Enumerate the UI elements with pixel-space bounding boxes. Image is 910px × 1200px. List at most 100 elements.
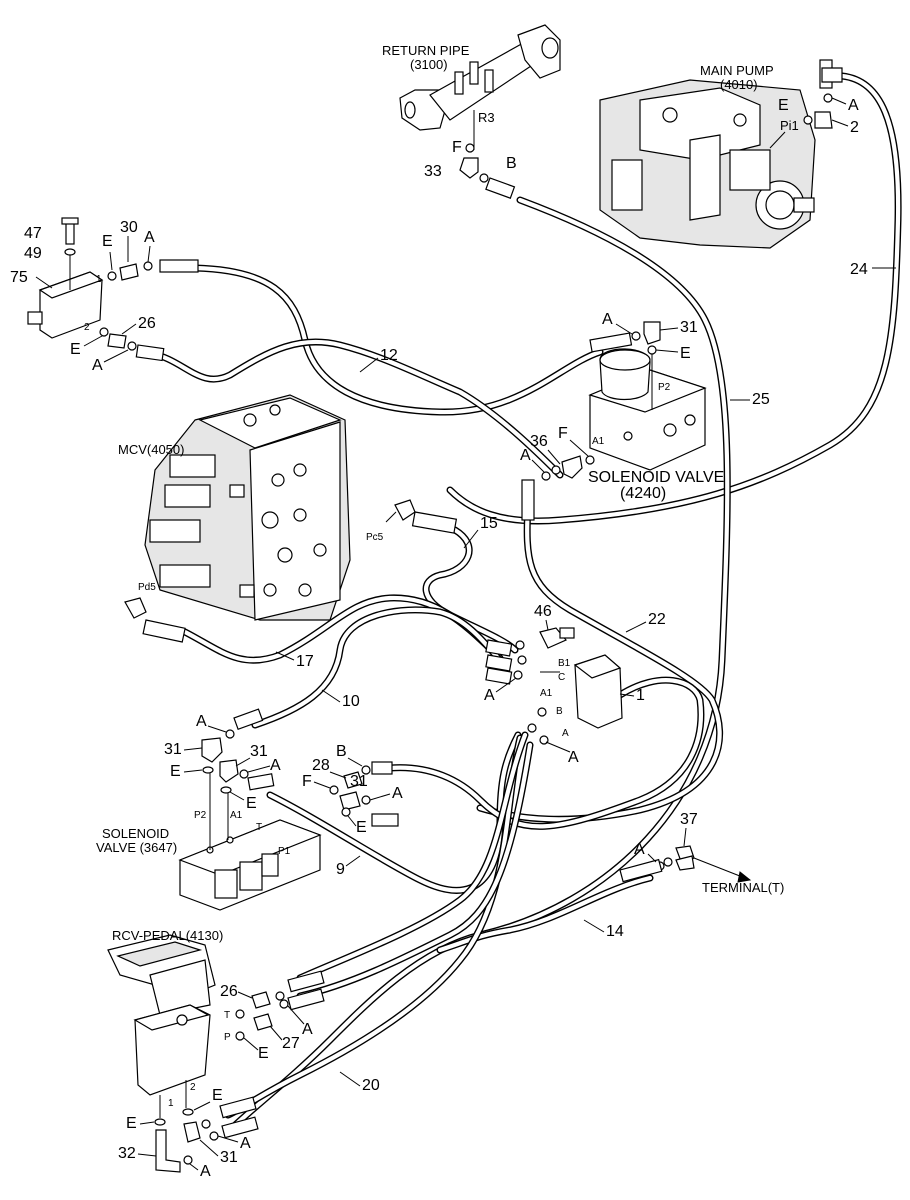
rcv-port-2: 2: [190, 1082, 196, 1093]
mcv-label: MCV(4050): [118, 442, 184, 457]
block-1-port-b: B: [556, 706, 563, 717]
return-pipe-label: RETURN PIPE: [382, 43, 470, 58]
hose-24: [446, 72, 902, 525]
callout-10: 10: [342, 693, 360, 710]
sv3647-letter-e: E: [170, 763, 181, 780]
callout-24: 24: [850, 261, 868, 278]
block-75: 1 2: [27, 217, 199, 362]
sv4240-letter-a: A: [602, 311, 613, 328]
sv3647-port-p1: P1: [278, 846, 291, 857]
callout-28: 28: [312, 757, 330, 774]
callout-31-top: 31: [680, 319, 698, 336]
callout-31-right: 31: [350, 773, 368, 790]
sv3647-port-p2: P2: [194, 810, 207, 821]
sv4240-port-a1: A1: [592, 436, 605, 447]
rcv-port-t: T: [224, 1010, 230, 1021]
fitting-28-letter-a: A: [392, 785, 403, 802]
callout-27: 27: [282, 1035, 300, 1052]
callout-2: 2: [850, 119, 859, 136]
callout-31-mid: 31: [250, 743, 268, 760]
return-pipe: R3: [399, 24, 561, 150]
sv4240-code: (4240): [620, 485, 666, 502]
return-pipe-code: (3100): [410, 57, 448, 72]
sv4240-label: SOLENOID VALVE: [588, 469, 724, 486]
rcv-port-p: P: [224, 1032, 231, 1043]
rcv-letter-e-top: E: [258, 1045, 269, 1062]
rcv-letter-a-bottom: A: [200, 1163, 211, 1180]
callout-22: 22: [648, 611, 666, 628]
callout-32: 32: [118, 1145, 136, 1162]
port-r3: R3: [478, 110, 495, 125]
solenoid-valve-3647: P2 A1 T P1: [178, 708, 322, 911]
callout-37: 37: [680, 811, 698, 828]
fitting-33: [459, 143, 516, 199]
callout-47: 47: [24, 225, 42, 242]
block-1-port-a: A: [562, 728, 569, 739]
main-pump: Pi1: [599, 79, 816, 249]
hose-14: [224, 734, 654, 1119]
sv4240-letter-e: E: [680, 345, 691, 362]
callout-36: 36: [530, 433, 548, 450]
rcv-letter-a-top: A: [302, 1021, 313, 1038]
block-1: B1 C A1 B A: [485, 627, 623, 745]
callout-26-top: 26: [138, 315, 156, 332]
block-75-letter-a2: A: [92, 357, 103, 374]
block-1-port-a1: A1: [540, 688, 553, 699]
block-75-port-1: 1: [96, 274, 102, 285]
block-75-letter-e2: E: [70, 341, 81, 358]
mcv-port-pc5: Pc5: [366, 532, 384, 543]
hose-25: [226, 196, 731, 1134]
fitting-36: [521, 455, 595, 521]
rcv-letter-e-right: E: [212, 1087, 223, 1104]
terminal-label: TERMINAL(T): [702, 880, 784, 895]
sv3647-letter-a: A: [196, 713, 207, 730]
sv3647-label-2: VALVE (3647): [96, 840, 177, 855]
callout-31-mid-left: 31: [164, 741, 182, 758]
fitting-37: [619, 845, 752, 883]
fitting-28-letter-b: B: [336, 743, 347, 760]
block-75-port-2: 2: [84, 322, 90, 333]
return-letter-b: B: [506, 155, 517, 172]
callout-31-bottom: 31: [220, 1149, 238, 1166]
fitting-28-letter-e: E: [356, 819, 367, 836]
fitting-36-letter-f: F: [558, 425, 568, 442]
rcv-port-1: 1: [168, 1098, 174, 1109]
pump-letter-a: A: [848, 97, 859, 114]
block-1-letter-a: A: [484, 687, 495, 704]
sv3647-letter-e2: E: [246, 795, 257, 812]
fitting-36-letter-a: A: [520, 447, 531, 464]
callout-20: 20: [362, 1077, 380, 1094]
fitting-28-letter-f: F: [302, 773, 312, 790]
callout-49: 49: [24, 245, 42, 262]
pump-letter-e: E: [778, 97, 789, 114]
solenoid-valve-4240: P2 A1: [588, 321, 707, 471]
hose-20: [296, 731, 534, 1000]
block-1-port-b1: B1: [558, 658, 571, 669]
callout-46: 46: [534, 603, 552, 620]
callout-75: 75: [10, 269, 28, 286]
port-pi1: Pi1: [780, 118, 799, 133]
callout-30: 30: [120, 219, 138, 236]
sv3647-port-t: T: [256, 822, 262, 833]
callout-14: 14: [606, 923, 624, 940]
hose-15: [422, 526, 519, 654]
fitting-28-31: [329, 761, 399, 827]
rcv-letter-a-mid: A: [240, 1135, 251, 1152]
sv4240-port-p2: P2: [658, 382, 671, 393]
block-75-letter-e: E: [102, 233, 113, 250]
rcv-pedal-label: RCV-PEDAL(4130): [112, 928, 223, 943]
callout-9: 9: [336, 861, 345, 878]
rcv-letter-e-left: E: [126, 1115, 137, 1132]
hose-10: [251, 606, 509, 729]
main-pump-code: (4010): [720, 77, 758, 92]
hose-b28: [386, 676, 705, 830]
callout-33: 33: [424, 163, 442, 180]
mcv-port-pd5: Pd5: [138, 582, 156, 593]
fitting-37-letter-a: A: [634, 841, 645, 858]
sv3647-label-1: SOLENOID: [102, 826, 169, 841]
block-75-letter-a: A: [144, 229, 155, 246]
mcv-4050: Pc5 Pd5: [124, 394, 458, 643]
block-1-port-c: C: [558, 672, 565, 683]
return-letter-f: F: [452, 139, 462, 156]
callout-15: 15: [480, 515, 498, 532]
